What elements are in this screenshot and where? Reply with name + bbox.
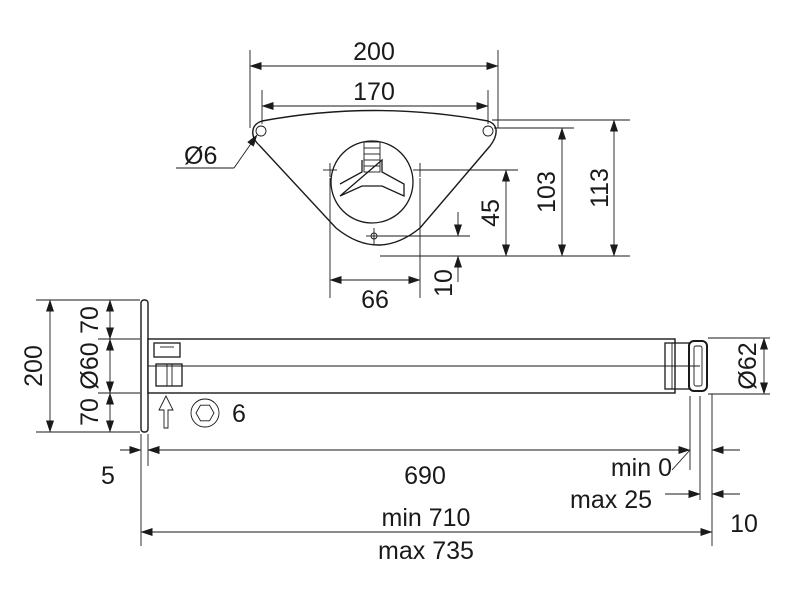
- label-flange-height: 200: [20, 345, 48, 387]
- plate-slot: [363, 141, 381, 173]
- label-total-min: min 710: [382, 504, 471, 532]
- label-gap-min: min 0: [611, 454, 672, 482]
- label-gap-max: max 25: [570, 486, 652, 514]
- plate-central-bore: [330, 140, 414, 224]
- top-view-dimensions: [176, 50, 630, 298]
- side-bracket: [153, 342, 181, 358]
- side-view-dimensions: [36, 299, 770, 546]
- label-height-center: 103: [533, 171, 561, 213]
- plate-hole-left: [255, 125, 267, 137]
- label-tube-length: 690: [404, 462, 446, 490]
- side-flange: [140, 299, 149, 433]
- label-hole-offset: 10: [430, 269, 458, 297]
- plate-outline: [252, 109, 497, 246]
- label-hole-spacing: 66: [361, 286, 389, 314]
- label-hole-vertical: 45: [477, 199, 505, 227]
- label-flange-thickness: 5: [101, 462, 115, 490]
- hex-key-icon: [190, 398, 220, 428]
- plate-hole-right: [482, 125, 494, 137]
- label-lower: 70: [76, 398, 104, 426]
- side-end-cap: [688, 340, 708, 392]
- label-end: 10: [730, 510, 758, 538]
- label-hole-dia: Ø6: [184, 142, 217, 170]
- plate-internal-bracket: [339, 158, 405, 198]
- label-width-holes: 170: [353, 78, 395, 106]
- side-view-pillar: [140, 299, 708, 433]
- label-tube-dia-right: Ø62: [734, 342, 762, 389]
- side-up-arrow: [158, 394, 174, 429]
- label-total-max: max 735: [378, 537, 474, 565]
- top-view-plate: [252, 109, 497, 246]
- label-height-total: 113: [586, 168, 614, 208]
- label-width-outer: 200: [353, 38, 395, 66]
- label-upper: 70: [76, 306, 104, 334]
- label-hex-key-size: 6: [232, 400, 246, 428]
- label-tube-dia-left: Ø60: [76, 342, 104, 389]
